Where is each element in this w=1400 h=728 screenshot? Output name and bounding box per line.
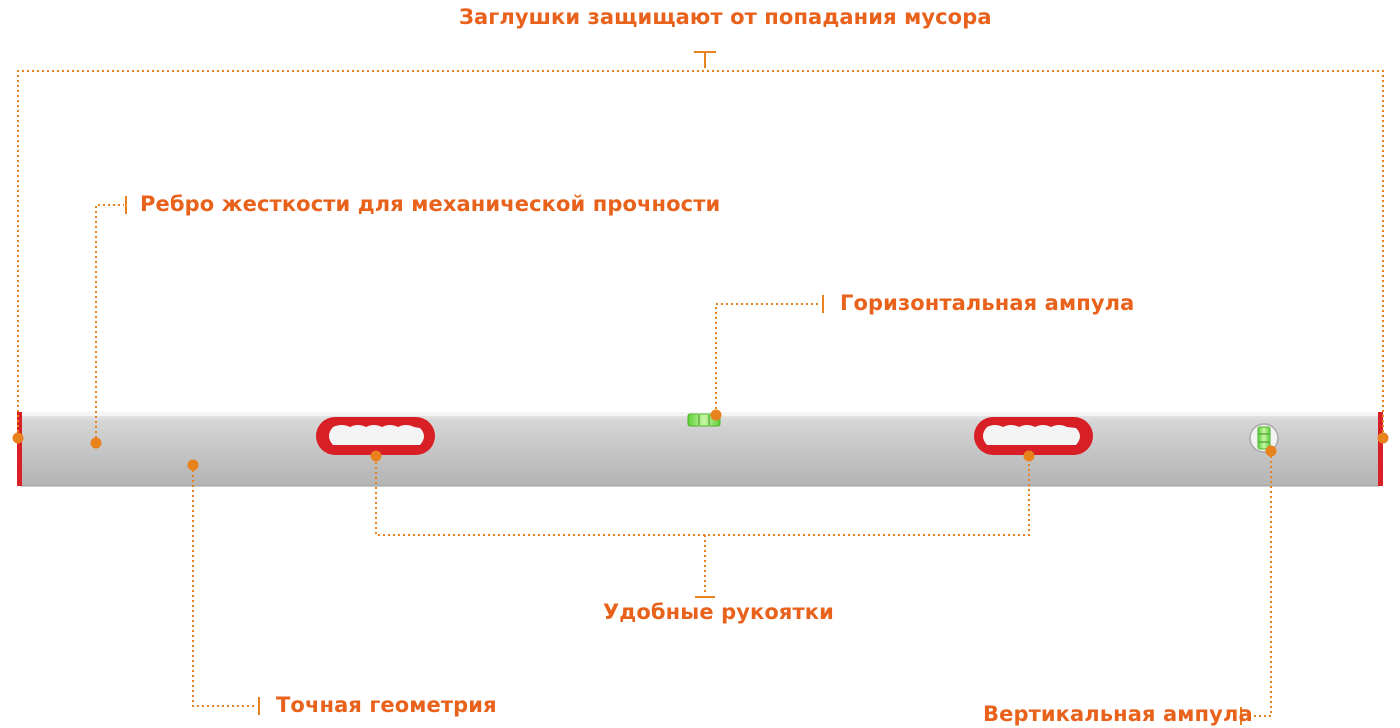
handles-label: Удобные рукоятки [603, 600, 834, 624]
stiffening-rib-dot [90, 437, 102, 449]
vertical-vial [1249, 423, 1279, 453]
left-end-cap [17, 412, 22, 486]
right-end-cap [1378, 412, 1383, 486]
vertical-vial-callout-line [1250, 451, 1272, 717]
horizontal-vial-callout-line [715, 303, 820, 414]
precise-geometry-dot [187, 459, 199, 471]
left-handle [316, 417, 435, 455]
horizontal-vial-label: Горизонтальная ампула [840, 291, 1135, 315]
end-cap-right-dot [1377, 432, 1389, 444]
end-caps-callout-line [17, 70, 1384, 437]
right-handle-dot [1023, 450, 1035, 462]
right-handle [974, 417, 1093, 455]
precise-geometry-callout-line [192, 465, 256, 707]
end-caps-label: Заглушки защищают от попадания мусора [459, 5, 992, 29]
end-cap-left-dot [12, 432, 24, 444]
stiffening-rib-label: Ребро жесткости для механической прочнос… [140, 192, 721, 216]
end-caps-tick [694, 51, 716, 68]
handles-callout-line [375, 457, 1030, 595]
stiffening-rib-callout-line [95, 204, 124, 443]
left-handle-dot [370, 450, 382, 462]
precise-geometry-label: Точная геометрия [276, 693, 497, 717]
vertical-vial-label: Вертикальная ампула [983, 702, 1253, 726]
vertical-vial-dot [1265, 445, 1277, 457]
horizontal-vial-dot [710, 409, 722, 421]
